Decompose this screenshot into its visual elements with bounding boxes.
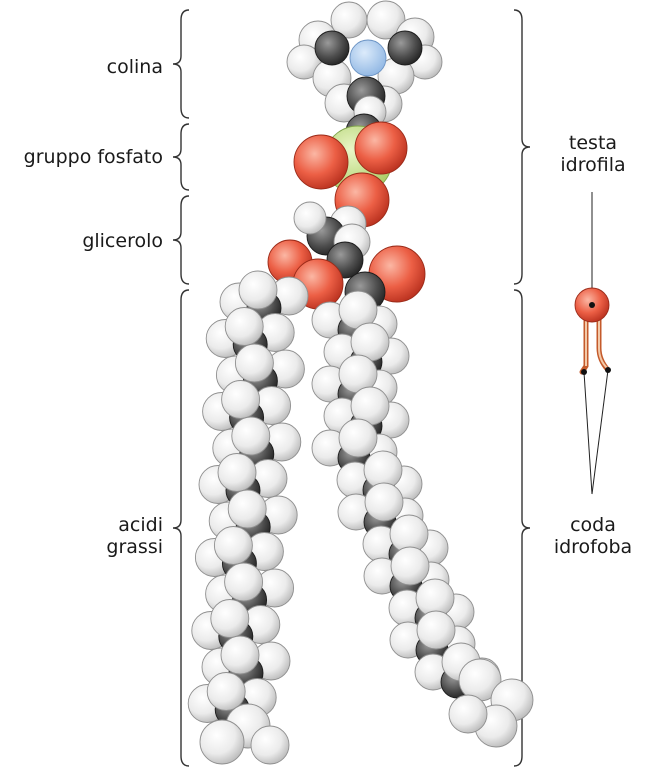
hydrogen-atom bbox=[200, 720, 244, 764]
hydrogen-atom bbox=[449, 695, 487, 733]
hydrogen-atom bbox=[218, 454, 256, 492]
oxygen-atom bbox=[355, 122, 407, 174]
hydrogen-atom bbox=[235, 344, 273, 382]
label-idrofoba: idrofoba bbox=[540, 536, 646, 558]
hydrogen-atom bbox=[294, 202, 326, 234]
hydrogen-atom bbox=[239, 271, 277, 309]
brace-acidi-grassi bbox=[173, 290, 189, 766]
carbon-atom bbox=[315, 31, 349, 65]
hydrogen-atom bbox=[207, 673, 245, 711]
leader-line-coda-right bbox=[592, 370, 608, 494]
hydrogen-atom bbox=[221, 636, 259, 674]
hydrogen-atom bbox=[228, 490, 266, 528]
hydrogen-atom bbox=[225, 308, 263, 346]
brace-gruppo-fosfato bbox=[173, 124, 189, 190]
hydrogen-atom bbox=[222, 381, 260, 419]
hydrogen-atom bbox=[339, 419, 377, 457]
hydrogen-atom bbox=[225, 563, 263, 601]
symbol-head-dot bbox=[589, 302, 595, 308]
hydrogen-atom bbox=[214, 527, 252, 565]
label-idrofila: idrofila bbox=[548, 154, 638, 176]
carbon-atom bbox=[388, 31, 422, 65]
hydrogen-atom bbox=[417, 611, 455, 649]
label-grassi: grassi bbox=[106, 536, 163, 558]
hydrogen-atom bbox=[251, 726, 289, 764]
symbol-tail-dot-right bbox=[605, 367, 611, 373]
label-gruppo-fosfato: gruppo fosfato bbox=[24, 146, 163, 168]
label-colina: colina bbox=[107, 56, 163, 78]
space-filling-model bbox=[188, 1, 533, 764]
hydrogen-atom bbox=[391, 547, 429, 585]
hydrogen-atom bbox=[232, 417, 270, 455]
label-coda-idrofoba: coda idrofoba bbox=[540, 514, 646, 558]
hydrogen-atom bbox=[211, 600, 249, 638]
label-glicerolo: glicerolo bbox=[82, 230, 163, 252]
hydrogen-atom bbox=[365, 483, 403, 521]
brace-colina bbox=[173, 10, 189, 118]
label-acidi-grassi: acidi grassi bbox=[106, 514, 163, 558]
label-coda: coda bbox=[540, 514, 646, 536]
symbol-tail-dot-left bbox=[581, 369, 587, 375]
label-testa: testa bbox=[548, 132, 638, 154]
brace-glicerolo bbox=[173, 196, 189, 284]
nitrogen-atom bbox=[350, 40, 386, 76]
oxygen-atom bbox=[294, 135, 348, 189]
label-acidi: acidi bbox=[106, 514, 163, 536]
label-testa-idrofila: testa idrofila bbox=[548, 132, 638, 176]
leader-line-coda-left bbox=[584, 372, 592, 494]
phospholipid-symbol-icon bbox=[575, 192, 611, 494]
brace-testa-idrofila bbox=[514, 10, 530, 284]
